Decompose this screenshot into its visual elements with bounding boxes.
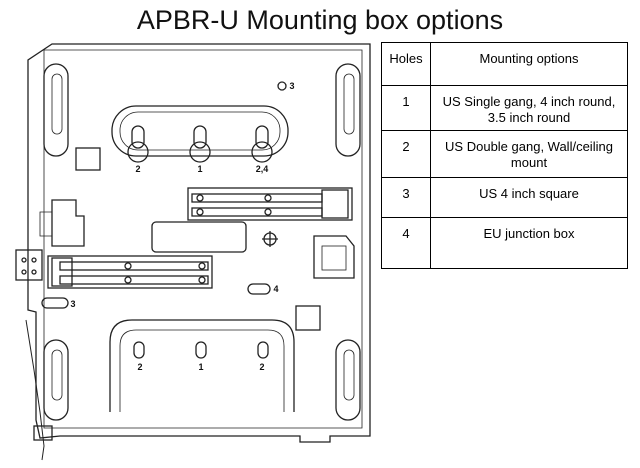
table-cell-hole: 4 (381, 217, 431, 269)
table-row: 4 EU junction box (381, 217, 628, 269)
top-keyholes (127, 125, 273, 163)
table-cell-hole: 3 (381, 177, 431, 218)
table-cell-option: US Single gang, 4 inch round, 3.5 inch r… (430, 85, 628, 131)
column-header: Holes (381, 42, 431, 86)
bracket-outline (27, 43, 371, 443)
top-keyhole-slot (111, 105, 289, 157)
hole-label: 3 (70, 299, 75, 309)
table-cell-option: US Double gang, Wall/ceiling mount (430, 130, 628, 178)
table-row: 2 US Double gang, Wall/ceiling mount (381, 130, 628, 178)
bottom-keyholes (133, 341, 269, 359)
table-cell-hole: 1 (381, 85, 431, 131)
bottom-keyhole-slot (109, 319, 295, 412)
hole-label: 2 (137, 362, 142, 372)
table-row: 1 US Single gang, 4 inch round, 3.5 inch… (381, 85, 628, 131)
hole-label: 2 (259, 362, 264, 372)
table-cell-hole: 2 (381, 130, 431, 178)
table-cell-option: US 4 inch square (430, 177, 628, 218)
hole-label: 2,4 (256, 164, 269, 174)
hole-label: 1 (197, 164, 202, 174)
column-header: Mounting options (430, 42, 628, 86)
page-title: APBR-U Mounting box options (136, 5, 504, 35)
hole-label: 4 (273, 284, 278, 294)
hole-label: 3 (289, 81, 294, 91)
table-row: 3 US 4 inch square (381, 177, 628, 218)
mounting-bracket-diagram: 2 1 2,4 3 3 4 2 1 2 (15, 43, 371, 461)
upper-rail (187, 187, 353, 221)
mounting-options-table: Holes Mounting options 1 US Single gang,… (381, 42, 628, 269)
hole-label: 2 (135, 164, 140, 174)
table-cell-option: EU junction box (430, 217, 628, 269)
hole-label: 1 (198, 362, 203, 372)
lower-rail (47, 255, 213, 289)
table-header-row: Holes Mounting options (381, 42, 628, 86)
